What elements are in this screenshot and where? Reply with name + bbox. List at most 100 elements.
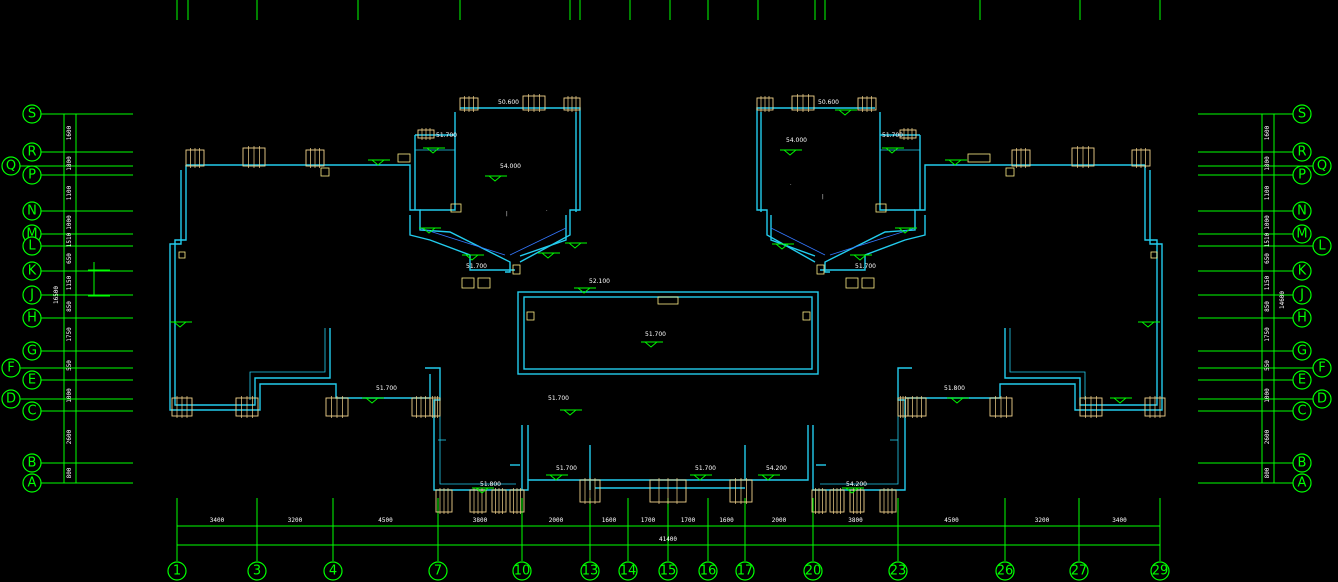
elevation-marker-12: [546, 474, 568, 481]
bottom-dimension-chain: [177, 525, 1160, 546]
left-axis-bubble-P: [22, 165, 42, 185]
bottom-pier-19: [1079, 396, 1103, 418]
right-axis-bubble-C: [1292, 401, 1312, 421]
left-axis-bubble-E: [22, 370, 42, 390]
bottom-axis-label-23: 23: [890, 564, 907, 579]
left-axis-bubble-J: [22, 285, 42, 305]
annotation-0: 50.600: [498, 99, 519, 106]
bottom-dimension-6: 1700: [641, 517, 656, 524]
left-axis-label-D: D: [6, 392, 16, 407]
svg-text:·: ·: [546, 208, 548, 214]
left-axis-bubble-S: [22, 104, 42, 124]
bottom-axis-label-13: 13: [582, 564, 599, 579]
bottom-axis-bubble-14: [618, 561, 638, 581]
building-outline: [169, 107, 1163, 491]
bottom-dimension-3: 3800: [473, 517, 488, 524]
bottom-axis-bubble-7: [428, 561, 448, 581]
right-axis-bubble-R: [1292, 142, 1312, 162]
bottom-axis-bubble-16: [698, 561, 718, 581]
bottom-pier-11: [729, 478, 753, 504]
elevation-marker-17: [170, 321, 192, 328]
top-pier-13: [899, 128, 917, 140]
bottom-pier-13: [829, 488, 845, 514]
left-axis-label-A: A: [28, 476, 37, 491]
left-axis-bubble-H: [22, 308, 42, 328]
top-pier-10: [1071, 146, 1095, 168]
left-dimension-10: 1000: [66, 388, 73, 403]
bottom-axis-label-16: 16: [700, 564, 717, 579]
bottom-axis-label-29: 29: [1152, 564, 1169, 579]
left-dimension-1: 1800: [66, 156, 73, 171]
elevation-marker-10: [362, 397, 384, 404]
left-dimension-4: 1510: [66, 232, 73, 247]
left-axis-label-C: C: [27, 404, 36, 419]
left-dimension-11: 2600: [66, 429, 73, 444]
right-axis-label-C: C: [1297, 404, 1306, 419]
annotation-12: 51.700: [556, 465, 577, 472]
elevation-marker-19: [945, 159, 967, 166]
top-pier-9: [1011, 148, 1031, 168]
annotation-2: 51.700: [436, 132, 457, 139]
column-piers: [171, 94, 1166, 514]
left-axis-label-L: L: [28, 239, 36, 254]
right-axis-label-D: D: [1317, 392, 1327, 407]
right-axis-label-A: A: [1298, 476, 1307, 491]
bottom-axis-bubble-29: [1150, 561, 1170, 581]
bottom-axis-label-7: 7: [434, 564, 442, 579]
bottom-axis-bubble-3: [247, 561, 267, 581]
top-pier-6: [756, 96, 774, 112]
elevation-marker-2: [485, 175, 507, 182]
bottom-pier-2: [325, 396, 349, 418]
left-axis-label-P: P: [28, 168, 36, 183]
bottom-axis-label-10: 10: [514, 564, 531, 579]
right-axis-label-M: M: [1296, 227, 1307, 242]
bottom-dimension-8: 1600: [719, 517, 734, 524]
left-dimension-chain: [63, 114, 110, 483]
bottom-axis-bubble-17: [735, 561, 755, 581]
annotation-6: 51.700: [466, 263, 487, 270]
right-dimension-8: 1750: [1264, 327, 1271, 342]
elevation-marker-15: [842, 487, 864, 494]
right-axis-label-S: S: [1298, 107, 1306, 122]
bottom-dimension-13: 3400: [1112, 517, 1127, 524]
top-axis-stubs: [176, 0, 1161, 20]
right-axis-label-N: N: [1297, 204, 1307, 219]
right-axis-label-G: G: [1297, 344, 1307, 359]
left-axis-label-R: R: [27, 145, 36, 160]
elevation-marker-13: [690, 474, 712, 481]
left-axis-label-K: K: [28, 264, 37, 279]
right-axis-bubble-N: [1292, 201, 1312, 221]
bottom-axis-bubble-27: [1069, 561, 1089, 581]
elevation-marker-22: [780, 149, 802, 156]
right-axis-label-F: F: [1318, 361, 1325, 376]
annotation-10: 51.700: [376, 385, 397, 392]
left-axis-label-B: B: [28, 456, 37, 471]
bottom-axis-bubble-20: [803, 561, 823, 581]
right-axis-bubble-D: [1312, 389, 1332, 409]
right-total-dimension: 14600: [1279, 291, 1286, 309]
bottom-pier-0: [171, 396, 193, 418]
elevation-marker-8: [641, 341, 663, 348]
right-dimension-5: 650: [1264, 253, 1271, 264]
top-pier-7: [791, 94, 815, 112]
right-axis-bubble-S: [1292, 104, 1312, 124]
bottom-dimension-10: 3800: [848, 517, 863, 524]
elevation-marker-14: [758, 474, 780, 481]
right-axis-bubble-L: [1312, 236, 1332, 256]
right-dimension-11: 2600: [1264, 429, 1271, 444]
bottom-pier-3: [411, 396, 431, 418]
left-axis-bubble-Q: [1, 156, 21, 176]
left-dimension-0: 1600: [66, 125, 73, 140]
left-dimension-3: 1000: [66, 215, 73, 230]
left-total-dimension: 16500: [53, 286, 60, 304]
elevation-marker-6: [565, 242, 587, 249]
right-axis-bubble-B: [1292, 453, 1312, 473]
bottom-axis-label-27: 27: [1071, 564, 1088, 579]
bottom-axis-bubble-26: [995, 561, 1015, 581]
bottom-axis-label-26: 26: [997, 564, 1014, 579]
bottom-pier-14: [849, 488, 865, 514]
top-pier-8: [857, 96, 877, 112]
annotation-3: 51.700: [882, 132, 903, 139]
